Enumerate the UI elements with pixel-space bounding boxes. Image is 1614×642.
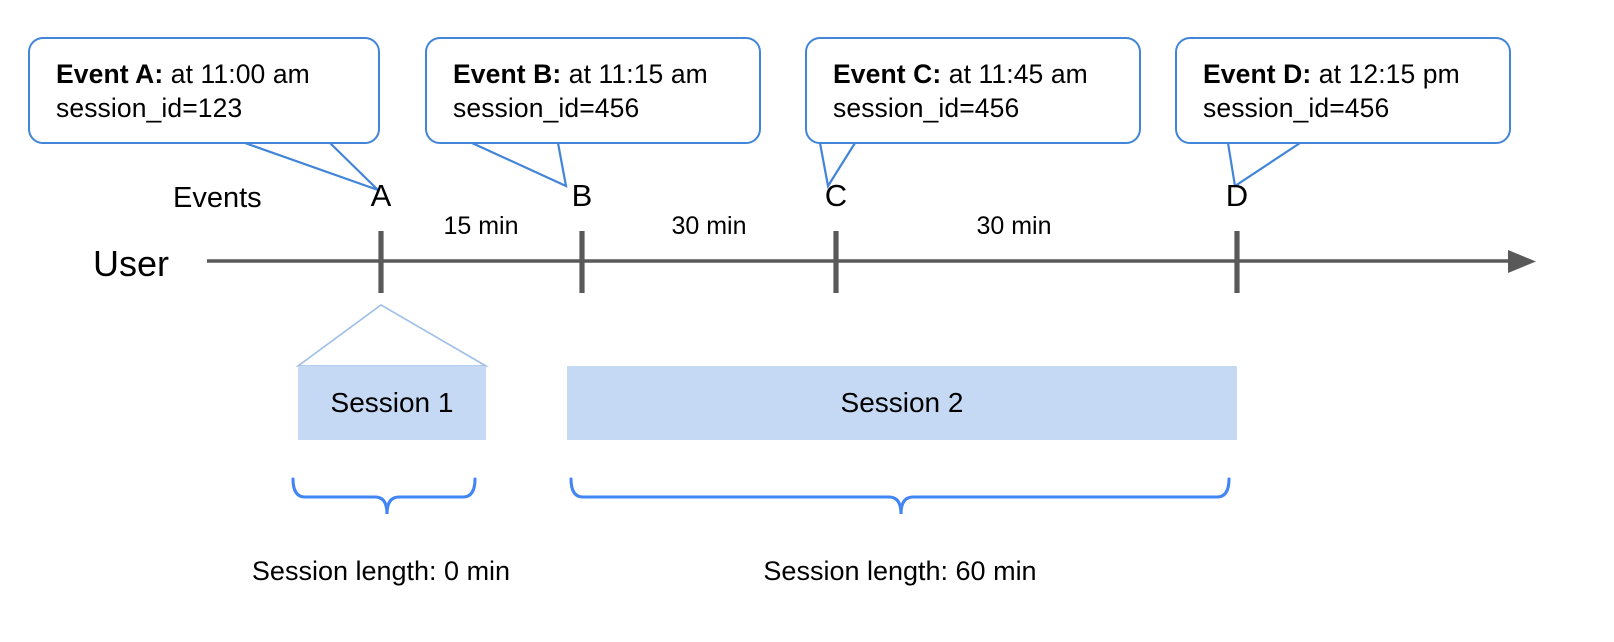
event-letter-a: A [370, 178, 392, 213]
callout-b-time: at 11:15 am [561, 58, 708, 89]
session-length-label-2: Session length: 60 min [763, 556, 1037, 586]
callout-d-line1: Event D: at 12:15 pm [1203, 57, 1509, 91]
callout-a-line2: session_id=123 [56, 92, 243, 123]
callout-a-time: at 11:00 am [163, 58, 310, 89]
session1-funnel [295, 304, 489, 367]
brace-session-2 [569, 477, 1231, 515]
callout-event-a[interactable]: Event A: at 11:00 am session_id=123 [28, 37, 380, 144]
event-tick-marks [378, 231, 1240, 293]
callout-d-time: at 12:15 pm [1311, 58, 1460, 89]
callout-c-title: Event C: [833, 58, 942, 89]
callout-tails [244, 141, 1301, 192]
callout-tail-c [818, 142, 856, 189]
session-box-1[interactable]: Session 1 [298, 366, 486, 440]
callout-event-c[interactable]: Event C: at 11:45 am session_id=456 [805, 37, 1141, 144]
brace-session-1 [291, 477, 477, 515]
callout-a-line1: Event A: at 11:00 am [56, 57, 378, 91]
callout-c-line1: Event C: at 11:45 am [833, 57, 1139, 91]
session-length-label-1: Session length: 0 min [251, 556, 511, 586]
callout-tail-d [1226, 142, 1301, 188]
gap-label-a-b: 15 min [443, 212, 519, 240]
callout-d-title: Event D: [1203, 58, 1312, 89]
event-letter-c: C [824, 178, 848, 213]
callout-c-line2: session_id=456 [833, 92, 1020, 123]
callout-tail-b [471, 141, 568, 188]
callout-event-d[interactable]: Event D: at 12:15 pm session_id=456 [1175, 37, 1511, 144]
session-box-2-label: Session 2 [840, 387, 964, 418]
gap-label-c-d: 30 min [976, 212, 1052, 240]
callout-b-line2: session_id=456 [453, 92, 640, 123]
callout-c-time: at 11:45 am [941, 58, 1088, 89]
timeline-axis [207, 250, 1536, 273]
callout-b-title: Event B: [453, 58, 562, 89]
session-braces [291, 477, 1231, 515]
row-label-user: User [93, 243, 170, 284]
gap-label-b-c: 30 min [671, 212, 747, 240]
event-letter-d: D [1225, 178, 1249, 213]
callout-a-title: Event A: [56, 58, 164, 89]
session-box-1-label: Session 1 [330, 387, 454, 418]
row-label-events: Events [173, 182, 262, 214]
session-box-2[interactable]: Session 2 [567, 366, 1237, 440]
callout-d-line2: session_id=456 [1203, 92, 1390, 123]
callout-event-b[interactable]: Event B: at 11:15 am session_id=456 [425, 37, 761, 144]
event-letter-b: B [571, 178, 593, 213]
callout-b-line1: Event B: at 11:15 am [453, 57, 759, 91]
callout-tail-a [244, 141, 379, 192]
